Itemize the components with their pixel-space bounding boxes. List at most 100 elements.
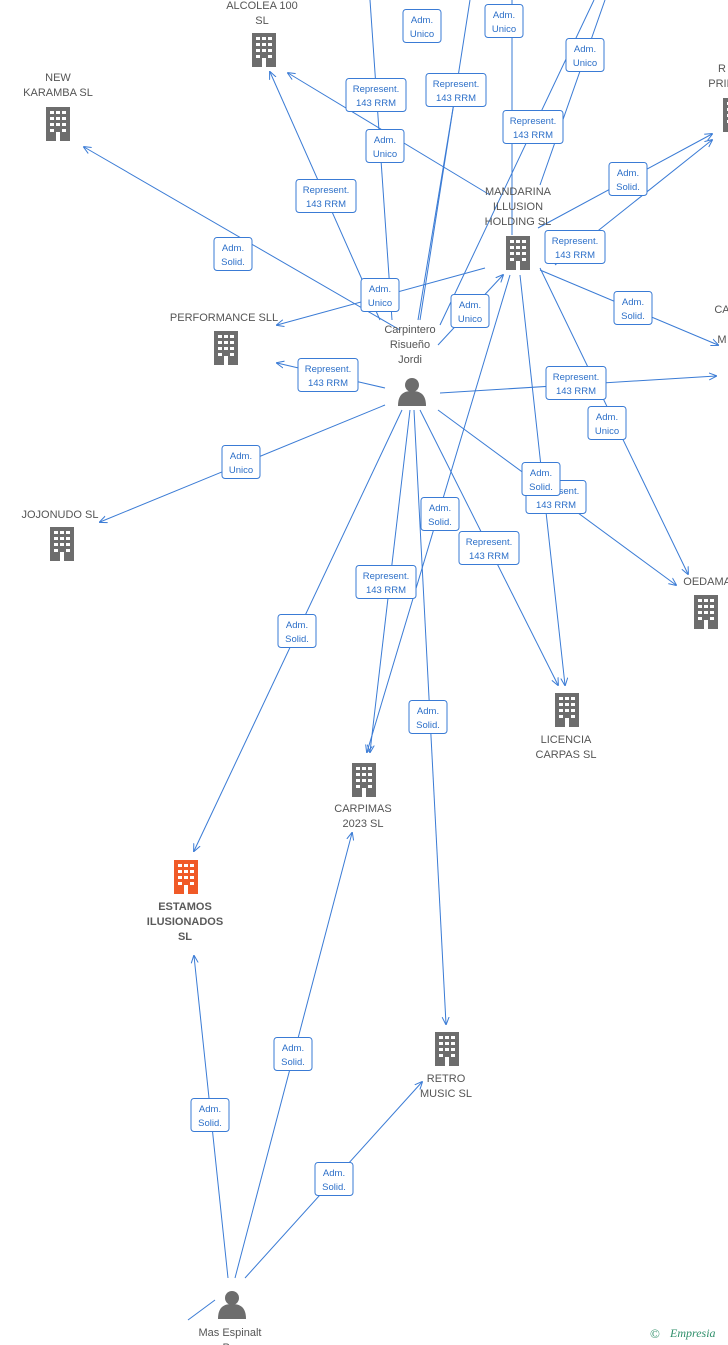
edge-label[interactable]: Adm.Unico bbox=[450, 294, 490, 328]
node-label-line: Mas Espinalt bbox=[199, 1327, 262, 1339]
edge-label-line: Adm. bbox=[622, 297, 644, 308]
edge-label-text: Represent.143 RRM bbox=[363, 571, 409, 596]
edge-label-box bbox=[360, 278, 400, 312]
node-label-line: MANDARINA bbox=[485, 186, 552, 198]
node-label-line: ILLUSION bbox=[493, 201, 543, 213]
edge-label[interactable]: Adm.Solid. bbox=[273, 1037, 313, 1071]
edge-label[interactable]: Adm.Solid. bbox=[420, 497, 460, 531]
edge-label-line: 143 RRM bbox=[513, 130, 553, 141]
company-node[interactable]: JOJONUDO SL bbox=[21, 509, 99, 561]
building-icon[interactable] bbox=[694, 595, 718, 629]
edge-label-box bbox=[608, 162, 648, 196]
building-icon[interactable] bbox=[723, 98, 728, 132]
building-icon[interactable] bbox=[435, 1032, 459, 1066]
edge-label[interactable]: Represent.143 RRM bbox=[345, 78, 407, 112]
edge-label[interactable]: Represent. 143 RRM bbox=[502, 110, 564, 144]
person-node[interactable]: Mas EspinaltP... bbox=[199, 1291, 262, 1345]
edge-label[interactable]: Represent.143 RRM bbox=[297, 358, 359, 392]
person-icon[interactable] bbox=[398, 378, 426, 406]
edge-label[interactable]: Adm.Solid. bbox=[314, 1162, 354, 1196]
edge-line bbox=[539, 0, 606, 186]
edge-label[interactable]: Represent.143 RRM bbox=[544, 230, 606, 264]
edge-label[interactable]: Represent.143 RRM bbox=[458, 531, 520, 565]
edge-label-line: Solid. bbox=[322, 1182, 346, 1193]
edge-label-line: Solid. bbox=[281, 1057, 305, 1068]
edge-label[interactable]: Adm.Solid. bbox=[608, 162, 648, 196]
edge-label[interactable]: Represent.143 RRM bbox=[355, 565, 417, 599]
edge-label-box bbox=[545, 366, 607, 400]
edge-label-line: Represent. bbox=[433, 79, 479, 90]
edge-label[interactable]: Adm. Solid. bbox=[613, 291, 653, 325]
edge-label[interactable]: Adm.Unico bbox=[565, 38, 605, 72]
node-label[interactable]: PERFORMANCE SLL bbox=[170, 312, 278, 324]
edge-label[interactable]: Adm.Solid. bbox=[408, 700, 448, 734]
edge-label[interactable]: Represent.143 RRM bbox=[425, 73, 487, 107]
edge-label[interactable]: Represent.143 RRM bbox=[295, 179, 357, 213]
node-label[interactable]: Mas EspinaltP... bbox=[199, 1327, 262, 1345]
building-icon[interactable] bbox=[50, 527, 74, 561]
edge-label[interactable]: Adm.Solid. bbox=[190, 1098, 230, 1132]
building-icon[interactable] bbox=[555, 693, 579, 727]
node-label[interactable]: OEDAMA S bbox=[683, 576, 728, 588]
node-label-line: 2023 SL bbox=[343, 818, 384, 830]
building-icon[interactable] bbox=[46, 107, 70, 141]
edge-label-line: Solid. bbox=[621, 311, 645, 322]
building-icon[interactable] bbox=[252, 33, 276, 67]
edge-label[interactable]: Adm.Unico bbox=[360, 278, 400, 312]
building-icon[interactable] bbox=[214, 331, 238, 365]
edge-label-line: Represent. bbox=[510, 116, 556, 127]
building-icon[interactable] bbox=[174, 860, 198, 894]
edge-label[interactable]: Adm.Unico bbox=[402, 9, 442, 43]
building-icon[interactable] bbox=[506, 236, 530, 270]
edge-label-line: 143 RRM bbox=[306, 199, 346, 210]
node-label-line: PERFORMANCE SLL bbox=[170, 312, 278, 324]
edge-line bbox=[187, 1299, 216, 1321]
copyright-symbol: © bbox=[650, 1326, 660, 1341]
edge-label[interactable]: Represent.143 RRM bbox=[545, 366, 607, 400]
edge-label[interactable]: Adm.Solid. bbox=[521, 462, 561, 496]
edge-labels: Adm.UnicoAdm.UnicoAdm.UnicoRepresent.143… bbox=[190, 4, 653, 1196]
edge-label[interactable]: Adm.Unico bbox=[484, 4, 524, 38]
edge-label[interactable]: Adm.Unico bbox=[221, 445, 261, 479]
edge-label-text: Adm.Unico bbox=[573, 44, 597, 69]
edge-line bbox=[419, 0, 471, 321]
edge-label-line: 143 RRM bbox=[308, 378, 348, 389]
node-label[interactable]: JOJONUDO SL bbox=[21, 509, 98, 521]
edge-label[interactable]: Adm.Unico bbox=[587, 406, 627, 440]
edge-label[interactable]: Adm.Solid. bbox=[213, 237, 253, 271]
edge-label-text: Adm.Solid. bbox=[529, 468, 553, 493]
person-icon[interactable] bbox=[218, 1291, 246, 1319]
node-label-line: RETRO bbox=[427, 1073, 466, 1085]
edge-lines bbox=[84, 0, 718, 1321]
edge-label-text: Represent.143 RRM bbox=[552, 236, 598, 261]
company-node[interactable]: OEDAMA S bbox=[683, 576, 728, 629]
edge-label-box bbox=[502, 110, 564, 144]
edge-label-box bbox=[355, 565, 417, 599]
company-node[interactable]: PERFORMANCE SLL bbox=[170, 312, 278, 365]
edge-label[interactable]: Adm.Solid. bbox=[277, 614, 317, 648]
edge-label-text: Adm.Unico bbox=[368, 284, 392, 309]
brand-logo[interactable]: Empresia bbox=[669, 1326, 716, 1340]
building-icon[interactable] bbox=[352, 763, 376, 797]
edge-label[interactable]: Adm.Unico bbox=[365, 129, 405, 163]
